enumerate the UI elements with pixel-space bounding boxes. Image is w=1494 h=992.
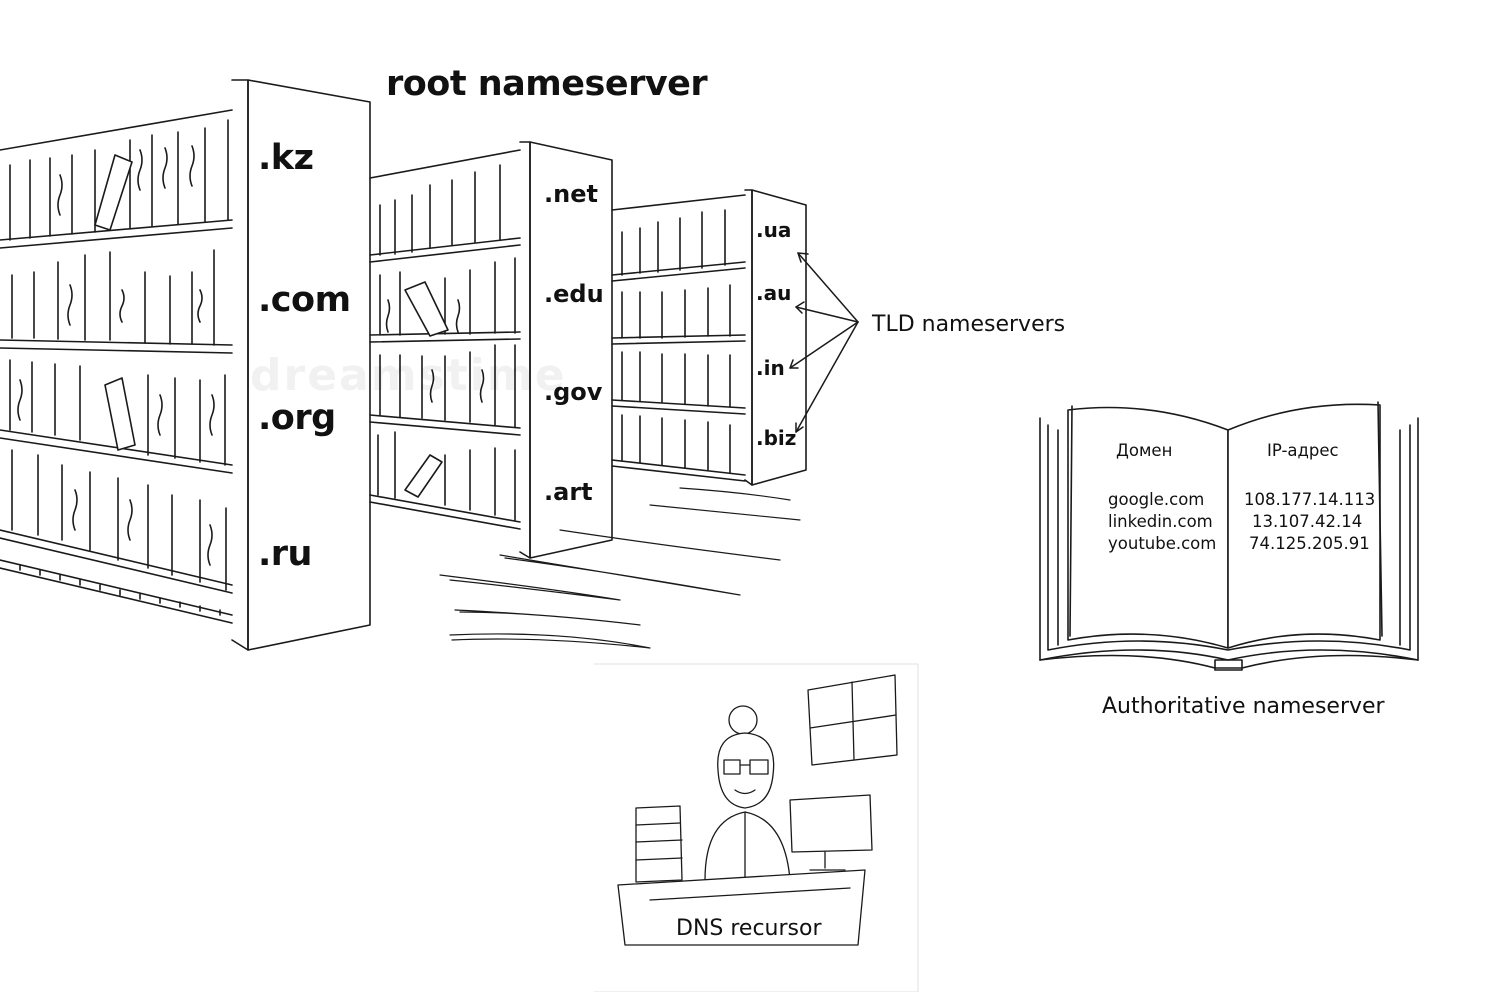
bookshelf-1 — [0, 79, 371, 651]
book-header-domain: Домен — [1116, 441, 1173, 460]
floor-lines — [439, 487, 801, 649]
tld-label-gov: .gov — [544, 378, 603, 406]
tld-label-edu: .edu — [544, 280, 604, 308]
tld-label-in: .in — [756, 356, 785, 380]
watermark-text: dreamstime — [250, 350, 567, 401]
tld-label-art: .art — [544, 478, 593, 506]
tld-label-net: .net — [544, 180, 598, 208]
tld-label-biz: .biz — [756, 426, 797, 450]
tld-label-kz: .kz — [258, 138, 314, 178]
book-header-ip: IP-адрес — [1267, 441, 1339, 460]
tld-label-au: .au — [756, 281, 792, 305]
book-domain-cell: google.com — [1108, 490, 1205, 509]
tld-label-com: .com — [258, 280, 351, 320]
bookshelf-3 — [611, 189, 807, 486]
open-book-icon — [1039, 401, 1419, 671]
book-domain-cell: linkedin.com — [1108, 512, 1213, 531]
tld-label-ru: .ru — [258, 534, 312, 574]
tld-nameservers-label: TLD nameservers — [872, 312, 1066, 337]
librarian-picture — [593, 663, 919, 992]
tld-label-ua: .ua — [756, 218, 792, 242]
book-ip-cell: 74.125.205.91 — [1249, 534, 1370, 553]
tld-arrows — [789, 252, 859, 433]
books-row — [9, 119, 229, 241]
root-nameserver-title: root nameserver — [386, 64, 708, 104]
tld-label-org: .org — [258, 398, 336, 438]
bookshelf-2 — [369, 141, 613, 559]
dns-recursor-label: DNS recursor — [676, 916, 822, 941]
book-ip-cell: 13.107.42.14 — [1252, 512, 1363, 531]
book-ip-cell: 108.177.14.113 — [1244, 490, 1376, 509]
authoritative-nameserver-label: Authoritative nameserver — [1102, 694, 1385, 719]
book-domain-cell: youtube.com — [1108, 534, 1217, 553]
